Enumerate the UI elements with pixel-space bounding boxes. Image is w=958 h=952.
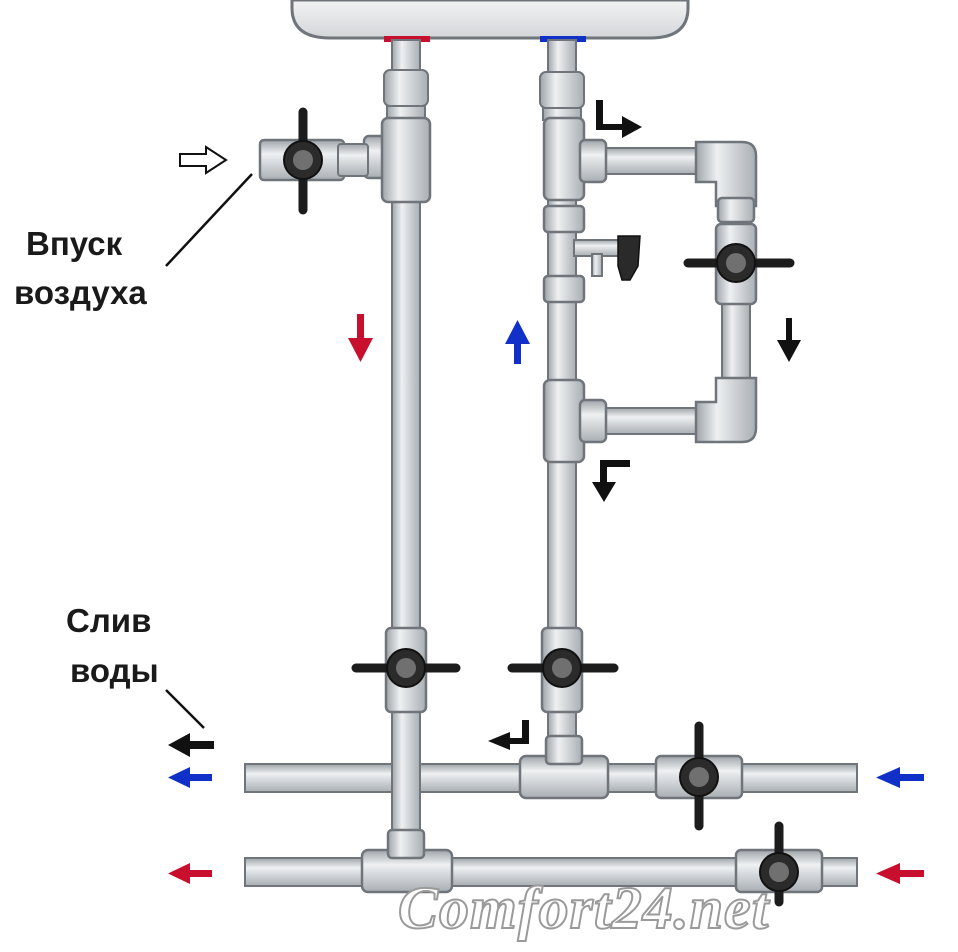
- bypass-elbow-top: [694, 140, 758, 208]
- watermark-logo: Comfort24.net: [397, 875, 770, 941]
- union-nut: [716, 196, 756, 224]
- ball-valve-cold-riser: [507, 626, 619, 714]
- drain-leader-line: [165, 689, 205, 729]
- ball-valve-hot-riser: [351, 626, 461, 714]
- tee-fitting-bypass-bottom: [542, 378, 608, 464]
- bypass-turn-right-arrow: [596, 100, 642, 138]
- union-nut: [542, 204, 586, 234]
- hot-out-arrow: [168, 863, 212, 884]
- drain-out-arrow: [168, 733, 214, 757]
- tee-fitting-hot-junction: [360, 828, 454, 894]
- tee-fitting-cold-junction: [518, 734, 610, 800]
- air-inlet-arrow: [179, 145, 228, 175]
- return-turn-down-arrow: [592, 460, 630, 502]
- tee-fitting-air: [362, 116, 432, 204]
- air-inlet-valve: [258, 107, 369, 215]
- hot-in-arrow: [876, 863, 924, 884]
- bypass-elbow-bottom: [694, 376, 758, 444]
- cold-turn-left-arrow: [488, 720, 529, 750]
- hot-flow-down-arrow: [348, 314, 373, 362]
- drain-label: воды: [70, 652, 159, 689]
- water-heater-tank: [290, 0, 690, 42]
- cold-flow-up-arrow: [505, 320, 530, 364]
- air-inlet-label: Впуск: [26, 225, 123, 262]
- ball-valve-bypass: [683, 222, 795, 306]
- bypass-flow-down-arrow: [777, 318, 801, 362]
- air-inlet-label: воздуха: [14, 274, 147, 311]
- cold-in-arrow: [876, 767, 924, 788]
- cold-out-arrow: [168, 767, 212, 788]
- drain-tap: [573, 235, 641, 281]
- drain-label: Слив: [66, 602, 152, 639]
- ball-valve-cold-main: [654, 721, 744, 831]
- union-nut: [542, 274, 586, 304]
- air-inlet-leader-line: [165, 173, 253, 267]
- tee-fitting-bypass-top: [542, 116, 608, 202]
- ball-valve-hot-main: [734, 821, 824, 907]
